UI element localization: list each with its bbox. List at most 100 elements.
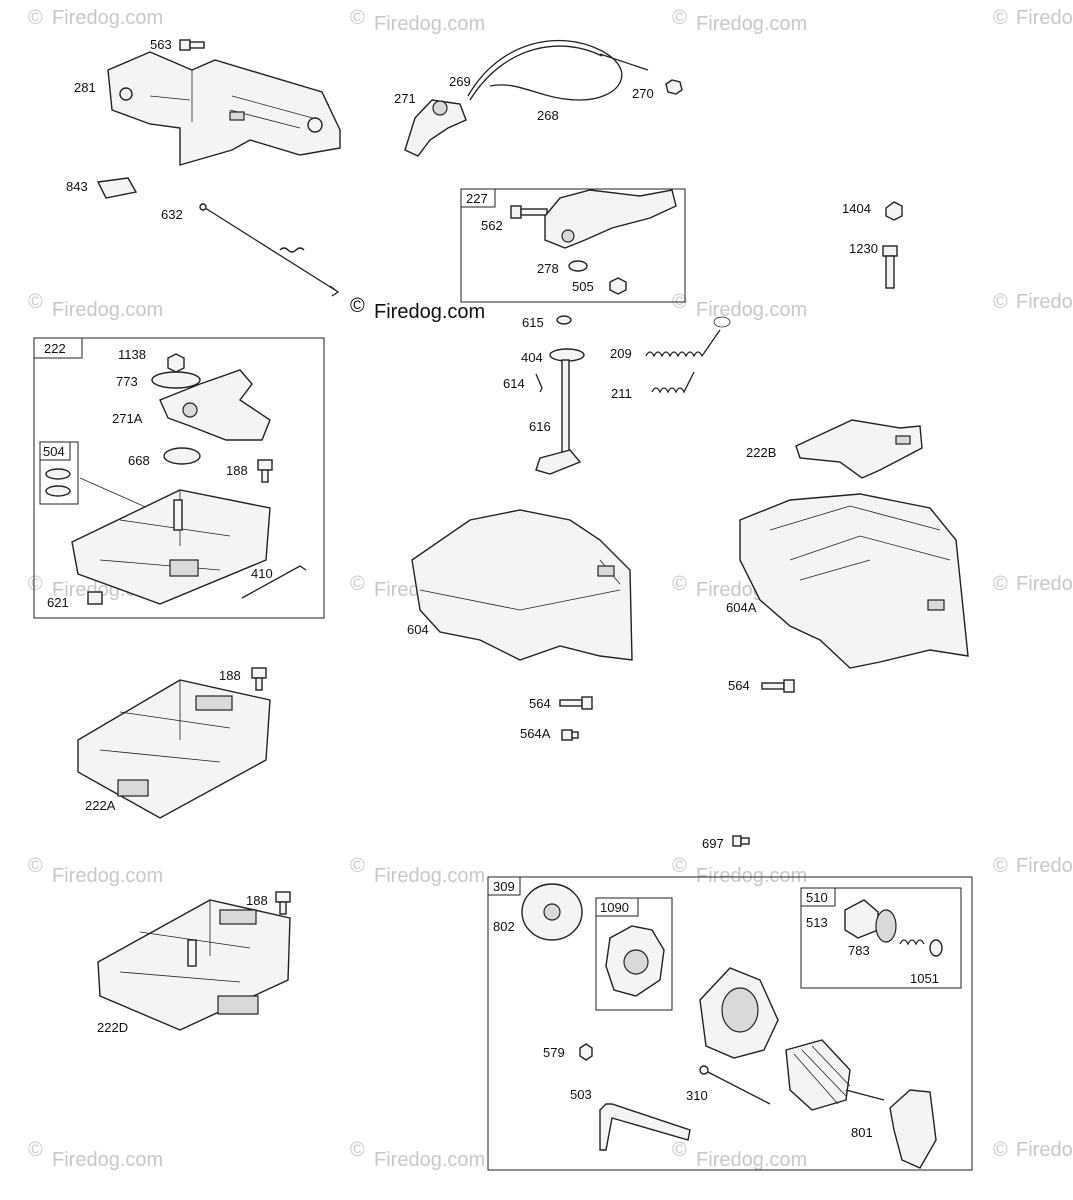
label-209: 209: [610, 346, 632, 361]
bolt-188-b: [251, 667, 267, 691]
watermark-r4c1: © Firedog.com: [28, 855, 163, 887]
bolt-188-c: [275, 891, 291, 915]
watermark-r5c4: © Firedog.com: [993, 1139, 1073, 1161]
watermark-text: Firedog.com: [374, 13, 485, 35]
group-label-1090: 1090: [600, 900, 629, 915]
label-614: 614: [503, 376, 525, 391]
watermark-symbol: ©: [672, 1139, 687, 1161]
screw-564-b: [761, 679, 795, 693]
label-410: 410: [251, 566, 273, 581]
part-labels: 563 281 843 632 271 269 268 270 562 278 …: [47, 37, 939, 1140]
watermark-symbol: ©: [350, 855, 365, 877]
watermark-text: Firedog.com: [1016, 855, 1073, 877]
group-label-510: 510: [806, 890, 828, 905]
label-563: 563: [150, 37, 172, 52]
watermark-r2c1: © Firedog.com: [28, 291, 163, 321]
label-1404: 1404: [842, 201, 871, 216]
label-621: 621: [47, 595, 69, 610]
bracket-222B: [795, 419, 923, 479]
watermark-text: Firedog.com: [696, 13, 807, 35]
bolt-563: [179, 39, 205, 51]
watermark-main-symbol: ©: [350, 295, 365, 317]
cable-268: [467, 39, 649, 101]
group-label-227: 227: [466, 191, 488, 206]
watermark-text: Firedog.com: [1016, 7, 1073, 29]
label-268: 268: [537, 108, 559, 123]
label-310: 310: [686, 1088, 708, 1103]
watermark-main: © Firedog.com: [350, 295, 485, 323]
nut-270: [665, 79, 683, 95]
label-668: 668: [128, 453, 150, 468]
watermark-text: Firedog.com: [696, 299, 807, 321]
label-801: 801: [851, 1125, 873, 1140]
label-503: 503: [570, 1087, 592, 1102]
watermark-r4c3: © Firedog.com: [672, 855, 807, 887]
base-plate-222A: [77, 679, 271, 819]
watermark-symbol: ©: [28, 1139, 43, 1161]
shaft-616: [535, 359, 582, 475]
watermark-r5c1: © Firedog.com: [28, 1139, 163, 1171]
watermark-symbol: ©: [993, 7, 1008, 29]
spring-209: [645, 316, 731, 358]
label-269: 269: [449, 74, 471, 89]
watermark-symbol: ©: [993, 573, 1008, 595]
watermark-symbol: ©: [672, 855, 687, 877]
label-211: 211: [611, 386, 632, 401]
watermark-text: Firedog.com: [696, 1149, 807, 1171]
watermark-symbol: ©: [672, 7, 687, 29]
label-188-b: 188: [219, 668, 241, 683]
clip-843: [96, 177, 138, 199]
label-564-a: 564: [529, 696, 551, 711]
watermark-symbol: ©: [993, 1139, 1008, 1161]
watermark-text: Firedog.com: [52, 865, 163, 887]
watermark-symbol: ©: [28, 573, 43, 595]
label-564-b: 564: [728, 678, 750, 693]
watermark-symbol: ©: [28, 291, 43, 313]
label-270: 270: [632, 86, 654, 101]
label-697: 697: [702, 836, 724, 851]
label-222A: 222A: [85, 798, 116, 813]
label-222D: 222D: [97, 1020, 128, 1035]
label-604: 604: [407, 622, 429, 637]
label-188-a: 188: [226, 463, 248, 478]
watermark-r1c4: © Firedog.com: [993, 7, 1073, 29]
watermark-r1c2: © Firedog.com: [350, 7, 485, 35]
stud-1230: [882, 245, 898, 289]
washer-404: [549, 348, 585, 362]
watermark-r4c2: © Firedog.com: [350, 855, 485, 887]
label-505: 505: [572, 279, 594, 294]
watermark-main-text: Firedog.com: [374, 301, 485, 323]
spring-211: [651, 371, 695, 394]
group-label-222: 222: [44, 341, 66, 356]
watermark-r1c1: © Firedog.com: [28, 7, 163, 29]
label-579: 579: [543, 1045, 565, 1060]
watermark-r5c2: © Firedog.com: [350, 1139, 485, 1171]
label-564A: 564A: [520, 726, 551, 741]
group-309: 309 1090 510: [487, 876, 973, 1171]
label-604A: 604A: [726, 600, 757, 615]
label-281: 281: [74, 80, 96, 95]
watermark-symbol: ©: [350, 573, 365, 595]
pin-614: [535, 373, 543, 393]
blower-housing-604A: [739, 493, 969, 669]
watermark-text: Firedog.com: [1016, 291, 1073, 313]
watermark-symbol: ©: [350, 7, 365, 29]
watermark-text: Firedog.com: [374, 865, 485, 887]
washer-615: [556, 315, 572, 325]
watermark-symbol: ©: [350, 1139, 365, 1161]
watermarks: © Firedog.com © Firedog.com © Firedog.co…: [28, 7, 1073, 1171]
link-632: [199, 203, 340, 297]
label-222B: 222B: [746, 445, 776, 460]
watermark-symbol: ©: [993, 291, 1008, 313]
group-label-309: 309: [493, 879, 515, 894]
label-802: 802: [493, 919, 515, 934]
label-1230: 1230: [849, 241, 878, 256]
watermark-symbol: ©: [28, 855, 43, 877]
label-1051: 1051: [910, 971, 939, 986]
lever-271: [404, 99, 467, 157]
screw-697: [732, 835, 750, 847]
label-632: 632: [161, 207, 183, 222]
label-773: 773: [116, 374, 138, 389]
label-278: 278: [537, 261, 559, 276]
